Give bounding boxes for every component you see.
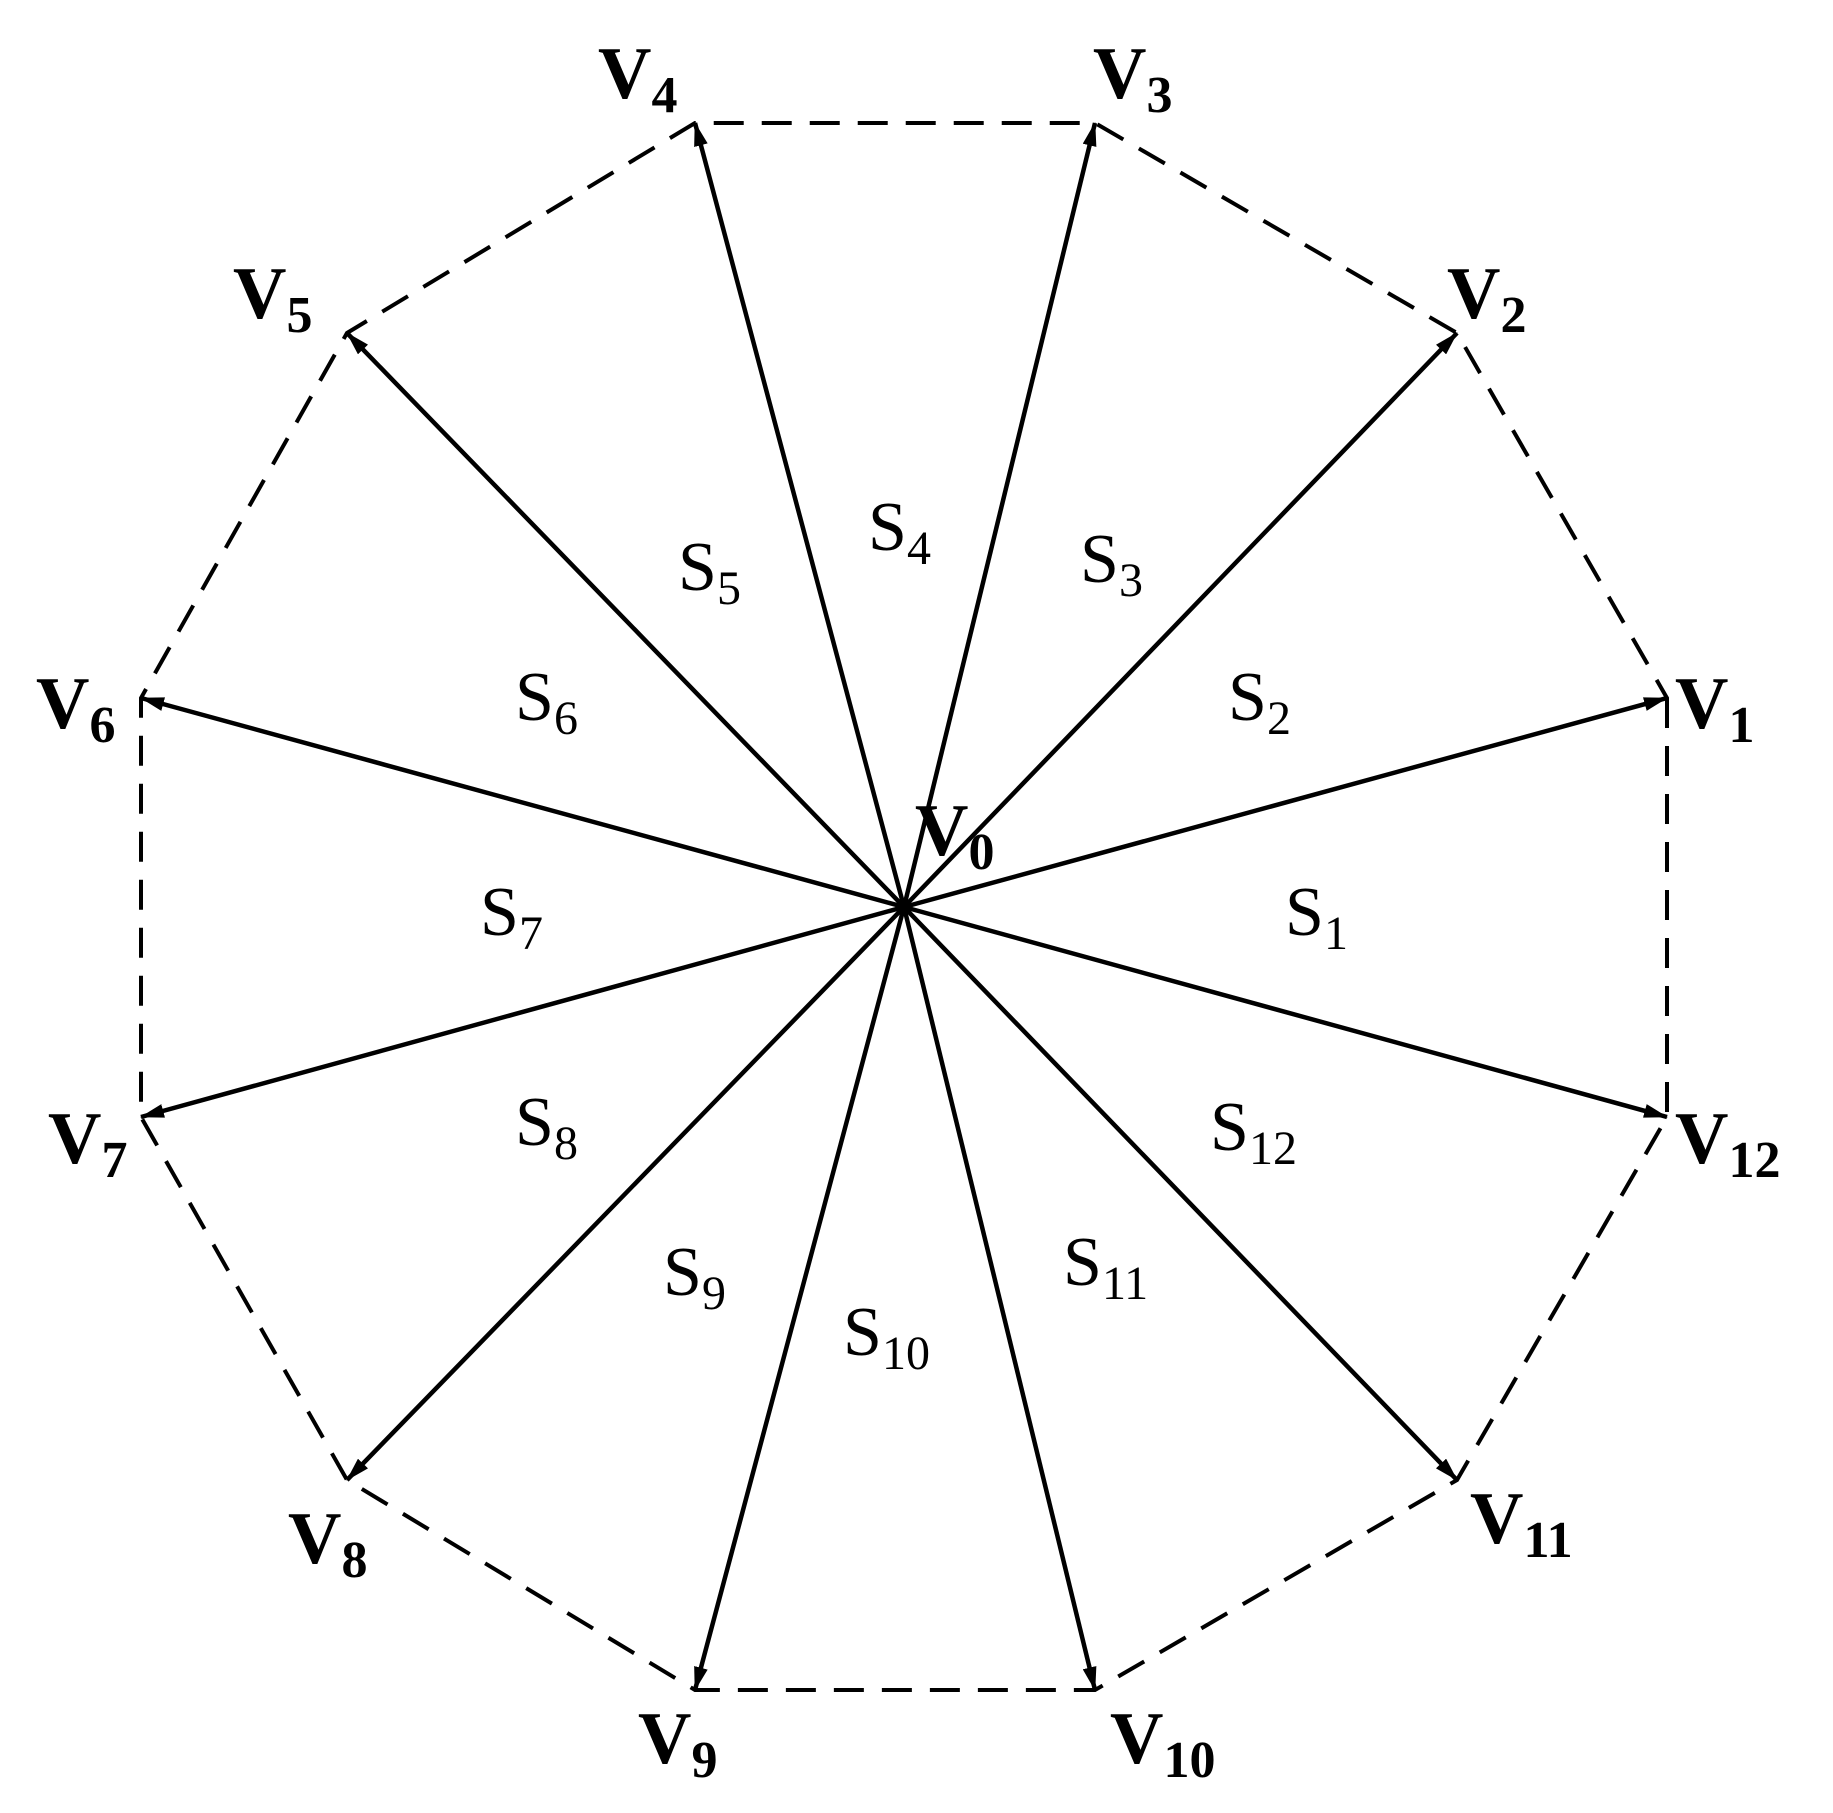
sector-label-s7: S7 xyxy=(480,874,543,960)
origin-point xyxy=(898,901,910,913)
vector-arrow-v3 xyxy=(901,122,1098,908)
vector-label-v2: V2 xyxy=(1447,253,1526,344)
vector-label-v10: V10 xyxy=(1110,1698,1215,1789)
vector-arrow-v2 xyxy=(902,331,1459,909)
sector-label-s2: S2 xyxy=(1228,659,1291,745)
vector-label-v1: V1 xyxy=(1675,663,1754,754)
vector-label-v7: V7 xyxy=(48,1098,127,1189)
vector-arrow-v7 xyxy=(140,904,905,1120)
vector-arrows xyxy=(140,122,1668,1691)
vector-arrow-v5 xyxy=(345,331,906,909)
sector-label-s11: S11 xyxy=(1063,1224,1148,1310)
vector-labels: V1 V2 V3 V4 V5 V6 V7 V8 V9 V10 V11 V12 V… xyxy=(36,33,1780,1789)
sector-label-s3: S3 xyxy=(1080,521,1143,607)
vector-label-v11: V11 xyxy=(1470,1478,1573,1569)
sector-label-s8: S8 xyxy=(515,1084,578,1170)
vector-arrow-v6 xyxy=(140,695,905,910)
vector-label-v12: V12 xyxy=(1675,1098,1780,1189)
sector-label-s4: S4 xyxy=(868,489,931,575)
vector-label-v9: V9 xyxy=(638,1698,717,1789)
sector-label-s6: S6 xyxy=(515,659,578,745)
vector-arrow-v11 xyxy=(902,905,1459,1482)
vector-label-v5: V5 xyxy=(233,253,312,344)
vector-label-v3: V3 xyxy=(1093,33,1172,124)
sector-labels: S1 S2 S3 S4 S5 S6 S7 S8 S9 S10 S11 S12 xyxy=(480,489,1348,1380)
sector-label-s12: S12 xyxy=(1210,1089,1297,1175)
vector-label-v4: V4 xyxy=(598,33,677,124)
vector-label-v8: V8 xyxy=(288,1498,367,1589)
sector-label-s5: S5 xyxy=(678,529,741,615)
sector-label-s1: S1 xyxy=(1285,874,1348,960)
vector-arrow-v1 xyxy=(903,695,1668,910)
vector-arrow-v12 xyxy=(903,904,1668,1120)
vector-arrow-v4 xyxy=(692,122,907,908)
vector-label-v6: V6 xyxy=(36,663,115,754)
sector-label-s10: S10 xyxy=(843,1294,930,1380)
vector-label-v0: V0 xyxy=(915,790,994,881)
vector-arrow-v9 xyxy=(692,906,907,1691)
vector-arrow-v10 xyxy=(901,906,1098,1691)
vector-arrow-v8 xyxy=(345,905,906,1482)
sector-label-s9: S9 xyxy=(663,1234,726,1320)
